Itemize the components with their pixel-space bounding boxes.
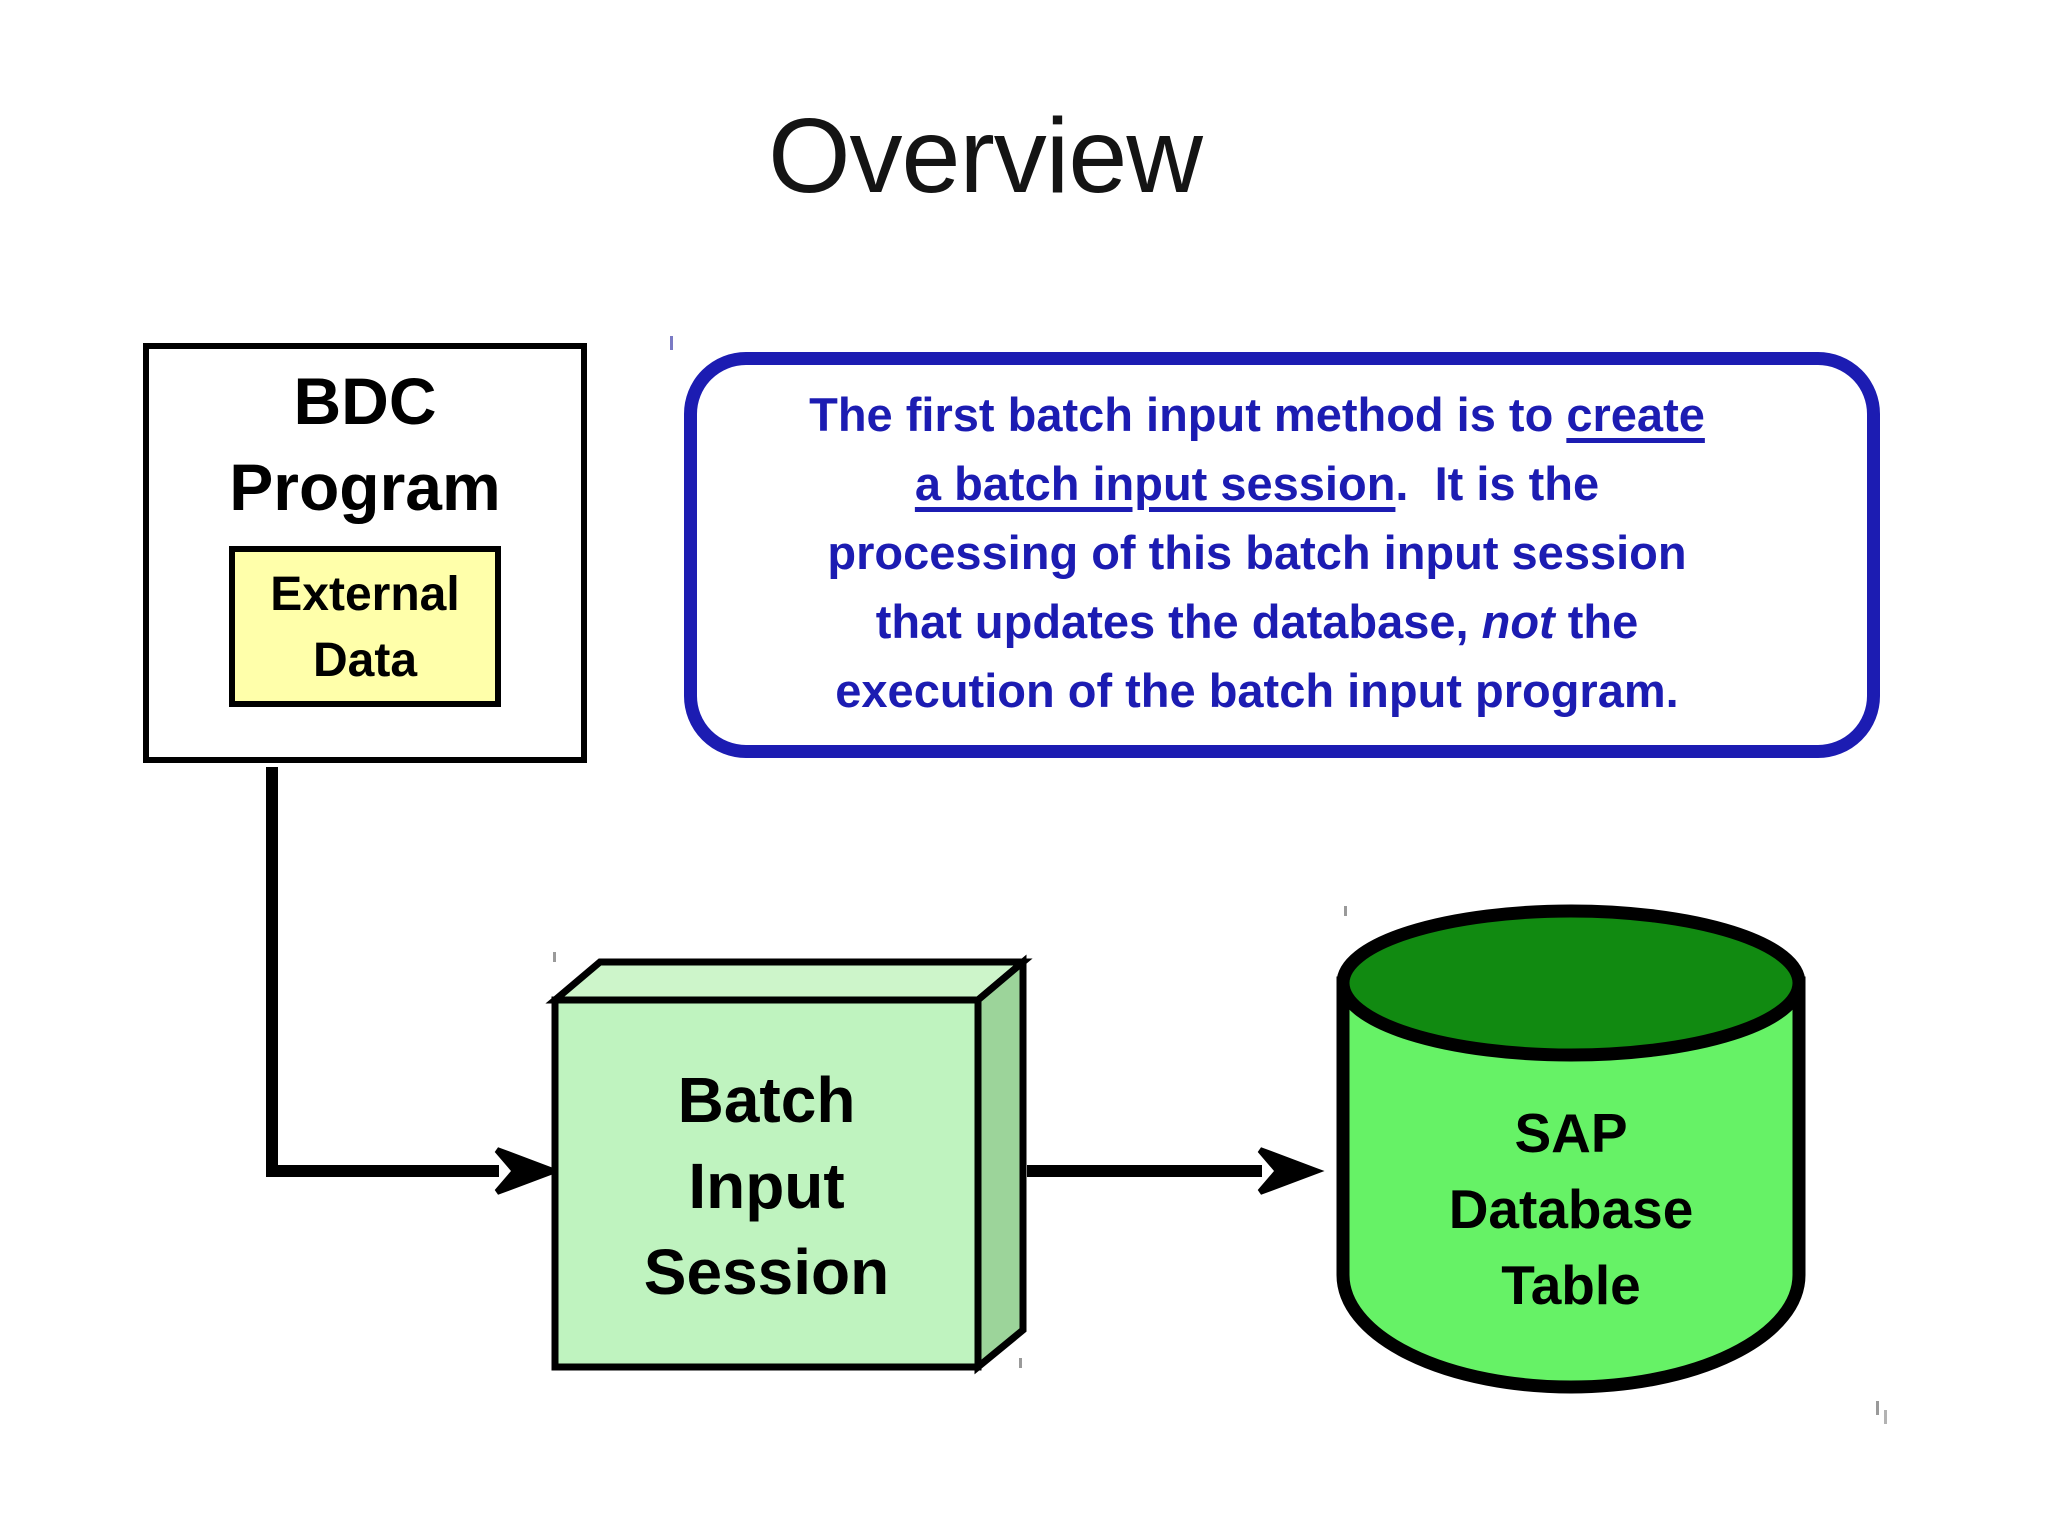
db-cylinder-body xyxy=(1336,976,1806,1394)
batch-box-side-face xyxy=(974,954,1027,1375)
external-data-box: External Data xyxy=(229,546,501,707)
page-title: Overview xyxy=(768,97,1203,215)
db-label-line1: SAP xyxy=(1514,1102,1628,1164)
note-text-underlined: a batch input session xyxy=(914,457,1396,510)
batch-input-session-label: Batch Input Session xyxy=(555,1057,978,1315)
note-box: The first batch input method is to creat… xyxy=(684,352,1880,758)
batch-label-line2: Input xyxy=(688,1150,845,1222)
note-line-2: a batch input session. It is the xyxy=(727,449,1787,518)
note-text: execution of the batch input program. xyxy=(835,664,1679,717)
artifact-tick xyxy=(670,336,673,350)
batch-label-line3: Session xyxy=(643,1236,890,1308)
external-data-label-line1: External xyxy=(270,568,460,621)
note-line-5: execution of the batch input program. xyxy=(727,656,1787,725)
batch-label-line1: Batch xyxy=(677,1064,856,1136)
external-data-label-line2: Data xyxy=(312,634,418,687)
note-text: processing of this batch input session xyxy=(827,526,1687,579)
note-line-4: that updates the database, not the xyxy=(727,587,1787,656)
artifact-tick xyxy=(1344,906,1347,916)
arrowhead-batch-to-db xyxy=(1257,1147,1325,1195)
note-line-1: The first batch input method is to creat… xyxy=(727,380,1787,449)
db-label-line2: Database xyxy=(1448,1178,1694,1240)
note-text: . It is the xyxy=(1395,457,1600,510)
batch-box-top-face xyxy=(545,958,1033,1004)
arrowhead-bdc-to-batch xyxy=(494,1147,562,1195)
bdc-program-label-line2: Program xyxy=(229,450,501,524)
artifact-tick xyxy=(1884,1410,1887,1424)
sap-database-table-label: SAP Database Table xyxy=(1343,1095,1799,1323)
connector-bdc-to-batch xyxy=(266,767,499,1177)
artifact-tick xyxy=(1876,1401,1879,1415)
note-line-3: processing of this batch input session xyxy=(727,518,1787,587)
db-cylinder-top xyxy=(1336,904,1806,1062)
note-text: The first batch input method is to xyxy=(809,388,1567,441)
bdc-program-box: BDC Program External Data xyxy=(143,343,587,763)
artifact-tick xyxy=(553,952,556,962)
batch-box-front-face xyxy=(551,996,982,1371)
note-text-underlined: create xyxy=(1566,388,1705,441)
db-label-line3: Table xyxy=(1501,1254,1641,1316)
note-text: the xyxy=(1554,595,1639,648)
bdc-program-label-line1: BDC xyxy=(293,364,437,438)
note-text: that updates the database, xyxy=(875,595,1482,648)
note-text-italic: not xyxy=(1481,595,1555,648)
bdc-program-label: BDC Program xyxy=(149,358,581,530)
artifact-tick xyxy=(1019,1358,1022,1368)
